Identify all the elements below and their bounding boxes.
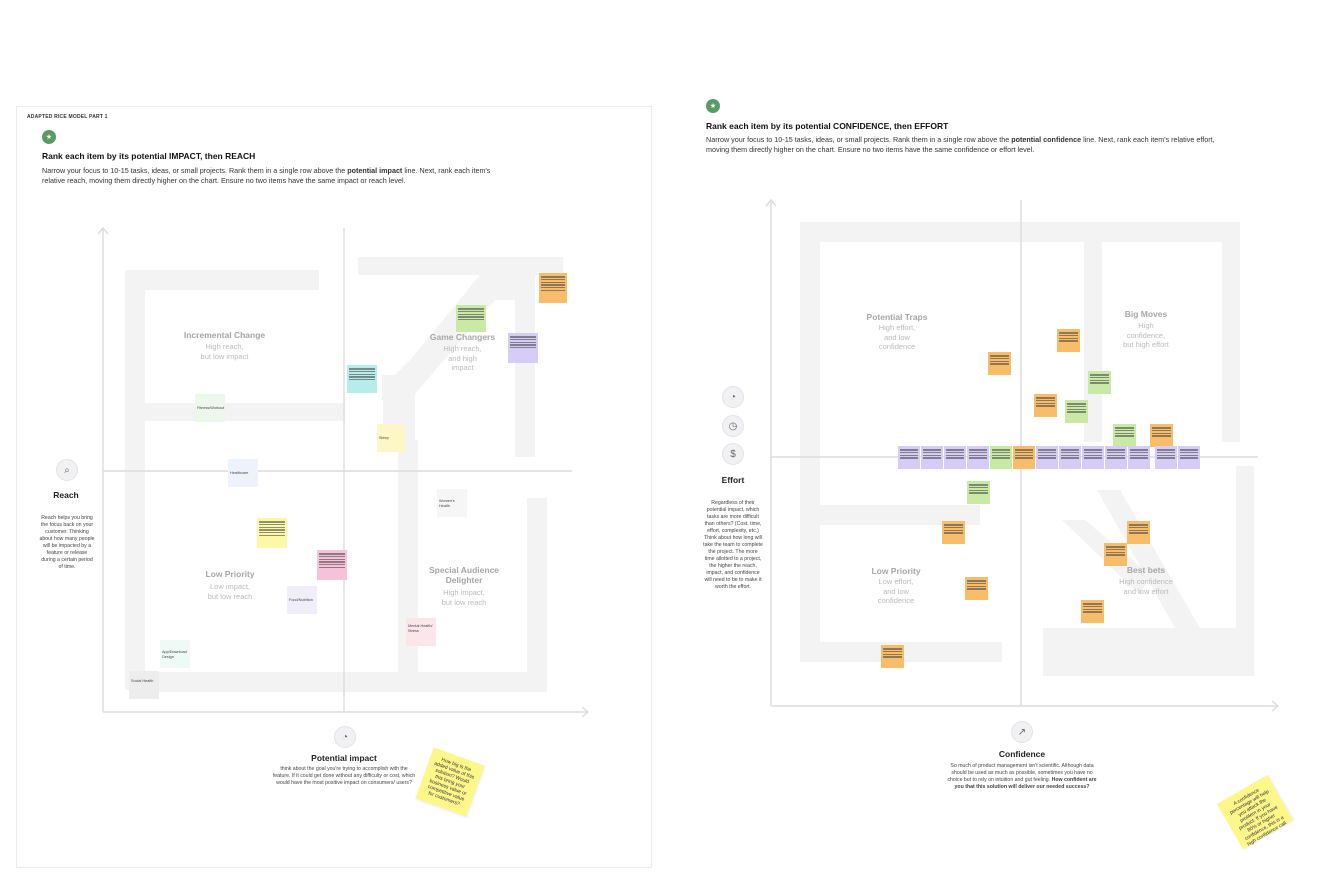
region-special-audience: Special Audience Delighter High impact, … xyxy=(428,565,500,607)
sticky-note[interactable] xyxy=(965,577,988,600)
sticky-note[interactable] xyxy=(1081,600,1104,623)
sticky-note[interactable] xyxy=(508,333,538,363)
sticky-note[interactable] xyxy=(1178,446,1200,469)
sticky-note[interactable] xyxy=(1150,424,1173,447)
sticky-note[interactable] xyxy=(990,446,1012,469)
sticky-note[interactable] xyxy=(944,446,966,469)
region-low-priority: Low Priority Low effort, and low confide… xyxy=(871,566,921,605)
sticky-note[interactable] xyxy=(1105,446,1127,469)
sticky-note[interactable] xyxy=(347,365,377,393)
sticky-note[interactable] xyxy=(881,645,904,668)
sticky-note[interactable] xyxy=(1155,446,1177,469)
sticky-note-fitness[interactable]: Fitness/Workout xyxy=(195,394,225,422)
region-potential-traps: Potential Traps High effort, and low con… xyxy=(866,312,928,351)
right-board-description: Narrow your focus to 10-15 tasks, ideas,… xyxy=(706,135,1215,154)
potential-impact-axis-title: Potential impact xyxy=(311,753,377,763)
sticky-note[interactable] xyxy=(967,446,989,469)
right-board-title: Rank each item by its potential CONFIDEN… xyxy=(706,121,949,131)
clock-icon: ◷ xyxy=(722,415,744,437)
sticky-note[interactable] xyxy=(898,446,920,469)
region-game-changers: Game Changers High reach, and high impac… xyxy=(429,332,496,372)
step-badge-icon: ★ xyxy=(42,130,56,144)
effort-axis-description: Regardless of their potential impact, wh… xyxy=(703,500,763,590)
left-board-title: Rank each item by its potential IMPACT, … xyxy=(42,151,256,161)
sticky-note-womens-health[interactable]: Women's Health xyxy=(437,489,467,517)
sticky-note[interactable] xyxy=(1057,329,1080,352)
sticky-note[interactable] xyxy=(988,352,1011,375)
telescope-icon: ⌕ xyxy=(56,459,78,481)
sticky-note-mental-health[interactable]: Mental Health/ Stress xyxy=(406,618,436,646)
sticky-note[interactable] xyxy=(1034,394,1057,417)
sticky-note[interactable] xyxy=(1127,521,1150,544)
price-tag-icon: $ xyxy=(722,443,744,465)
sticky-note-healthcare[interactable]: Healthcare xyxy=(228,459,258,487)
sticky-note[interactable] xyxy=(1128,446,1150,469)
sticky-note[interactable] xyxy=(1088,371,1111,394)
potential-impact-axis-description: think about the goal you're trying to ac… xyxy=(272,766,416,786)
sticky-note[interactable] xyxy=(1013,446,1035,469)
sticky-note[interactable] xyxy=(1113,424,1136,447)
sticky-note[interactable] xyxy=(1059,446,1081,469)
step-badge-icon: ★ xyxy=(706,99,720,113)
sticky-note[interactable] xyxy=(1065,400,1088,423)
sticky-note[interactable] xyxy=(942,521,965,544)
sticky-note[interactable] xyxy=(456,305,486,332)
gauge-icon: ◔ xyxy=(722,386,744,408)
sticky-note[interactable] xyxy=(539,273,567,303)
sticky-note[interactable] xyxy=(1082,446,1104,469)
sticky-note-food-nutrition[interactable]: Food/Nutrition xyxy=(287,586,317,614)
sticky-note[interactable] xyxy=(257,518,287,548)
left-board-description: Narrow your focus to 10-15 tasks, ideas,… xyxy=(42,166,491,185)
region-best-bets: Best bets High confidence and low effort xyxy=(1119,565,1173,596)
reach-axis-description: Reach helps you bring the focus back on … xyxy=(39,515,95,570)
sticky-note-app-discovery[interactable]: App/Download Design xyxy=(160,640,190,668)
reach-axis-title: Reach xyxy=(53,490,79,500)
sticky-note[interactable] xyxy=(967,481,990,504)
line-chart-icon: ↗ xyxy=(1011,721,1033,743)
region-big-moves: Big Moves High confidence, but high effo… xyxy=(1123,309,1169,349)
region-incremental-change: Incremental Change High reach, but low i… xyxy=(183,330,266,361)
sticky-note-sleep[interactable]: Sleep xyxy=(377,424,405,452)
sticky-note[interactable] xyxy=(1036,446,1058,469)
effort-axis-title: Effort xyxy=(721,475,745,485)
confidence-axis-title: Confidence xyxy=(998,749,1046,759)
sticky-note[interactable] xyxy=(317,550,347,580)
sticky-note[interactable] xyxy=(1104,543,1127,566)
frame-label: ADAPTED RICE MODEL PART 1 xyxy=(27,114,108,120)
sticky-note-social-health[interactable]: Social Health xyxy=(129,671,159,699)
region-low-priority: Low Priority Low impact, but low reach xyxy=(205,569,255,601)
confidence-axis-description: So much of product management isn't scie… xyxy=(947,763,1097,790)
gauge-icon: ◔ xyxy=(334,726,356,748)
sticky-note[interactable] xyxy=(921,446,943,469)
